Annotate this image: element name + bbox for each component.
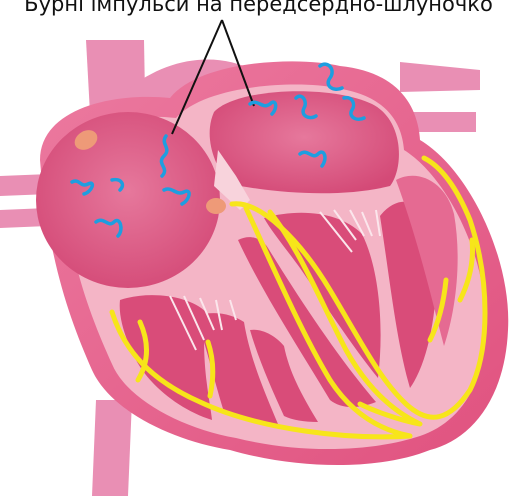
av-node-marker: [206, 198, 226, 214]
left-pulmonary-vessel-top: [400, 62, 480, 92]
inferior-vena-cava: [92, 400, 132, 496]
right-atrium: [36, 112, 220, 288]
